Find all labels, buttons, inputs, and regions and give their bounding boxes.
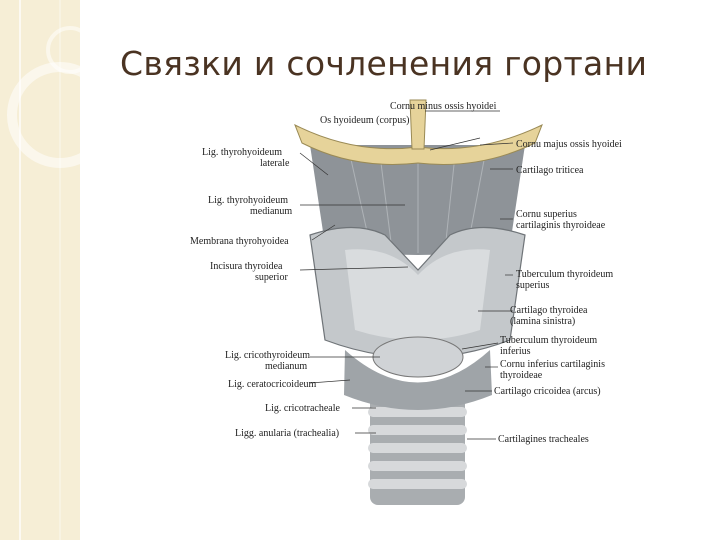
- slide-title: Связки и сочленения гортани: [120, 44, 648, 83]
- label-superior: superior: [255, 272, 288, 283]
- label-cartilago-triticea: Cartilago triticea: [516, 165, 584, 176]
- label-superius: superius: [516, 280, 549, 291]
- label-lig-cricotracheale: Lig. cricotracheale: [265, 403, 341, 414]
- cricoid-cartilage: [344, 350, 492, 410]
- label-tuberculum-superius: Tuberculum thyroideum: [516, 269, 613, 280]
- label-cartilago-cricoidea: Cartilago cricoidea (arcus): [494, 386, 601, 397]
- leader-lines: [299, 110, 514, 440]
- label-cartilaginis-thyroideae: cartilaginis thyroideae: [516, 220, 606, 231]
- decorative-sidebar: [0, 0, 80, 540]
- label-lamina-sinistra: (lamina sinistra): [510, 316, 575, 327]
- label-cartilago-thyroidea: Cartilago thyroidea: [510, 305, 588, 316]
- label-cornu-superius: Cornu superius: [516, 209, 577, 220]
- label-os-hyoideum: Os hyoideum (corpus): [320, 115, 409, 126]
- label-cornu-inferius: Cornu inferius cartilaginis: [500, 359, 605, 370]
- label-incisura-thyroidea: Incisura thyroidea: [210, 261, 283, 272]
- label-membrana-thyrohyoidea: Membrana thyrohyoidea: [190, 236, 289, 247]
- thyroid-lamina: [345, 249, 490, 340]
- larynx-diagram: Lig. thyrohyoideum laterale Lig. thyrohy…: [190, 99, 622, 505]
- cricothyroid-ligament: [372, 336, 464, 378]
- label-medianum: medianum: [250, 206, 292, 217]
- label-cornu-majus: Cornu majus ossis hyoidei: [516, 139, 622, 150]
- sidebar-ornament: [7, 0, 80, 540]
- label-ligg-anularia: Ligg. anularia (trachealia): [235, 428, 339, 439]
- label-lig-thyrohyoideum-medianum: Lig. thyrohyoideum: [208, 195, 288, 206]
- hyoid-bone: [294, 123, 543, 165]
- label-cornu-minus: Cornu minus ossis hyoidei: [390, 101, 497, 112]
- label-lig-thyrohyoideum-laterale: Lig. thyrohyoideum: [202, 147, 282, 158]
- epiglottis-tip: [409, 99, 427, 150]
- trachea: [368, 395, 467, 505]
- label-lig-cricothyroideum: Lig. cricothyroideum: [225, 350, 310, 361]
- label-medianum-2: medianum: [265, 361, 307, 372]
- label-tuberculum-inferius: Tuberculum thyroideum: [500, 335, 597, 346]
- label-laterale: laterale: [260, 158, 290, 169]
- label-cartilagines-tracheales: Cartilagines tracheales: [498, 434, 589, 445]
- label-thyroideae: thyroideae: [500, 370, 543, 381]
- label-lig-ceratocricoideum: Lig. ceratocricoideum: [228, 379, 317, 390]
- label-inferius: inferius: [500, 346, 531, 357]
